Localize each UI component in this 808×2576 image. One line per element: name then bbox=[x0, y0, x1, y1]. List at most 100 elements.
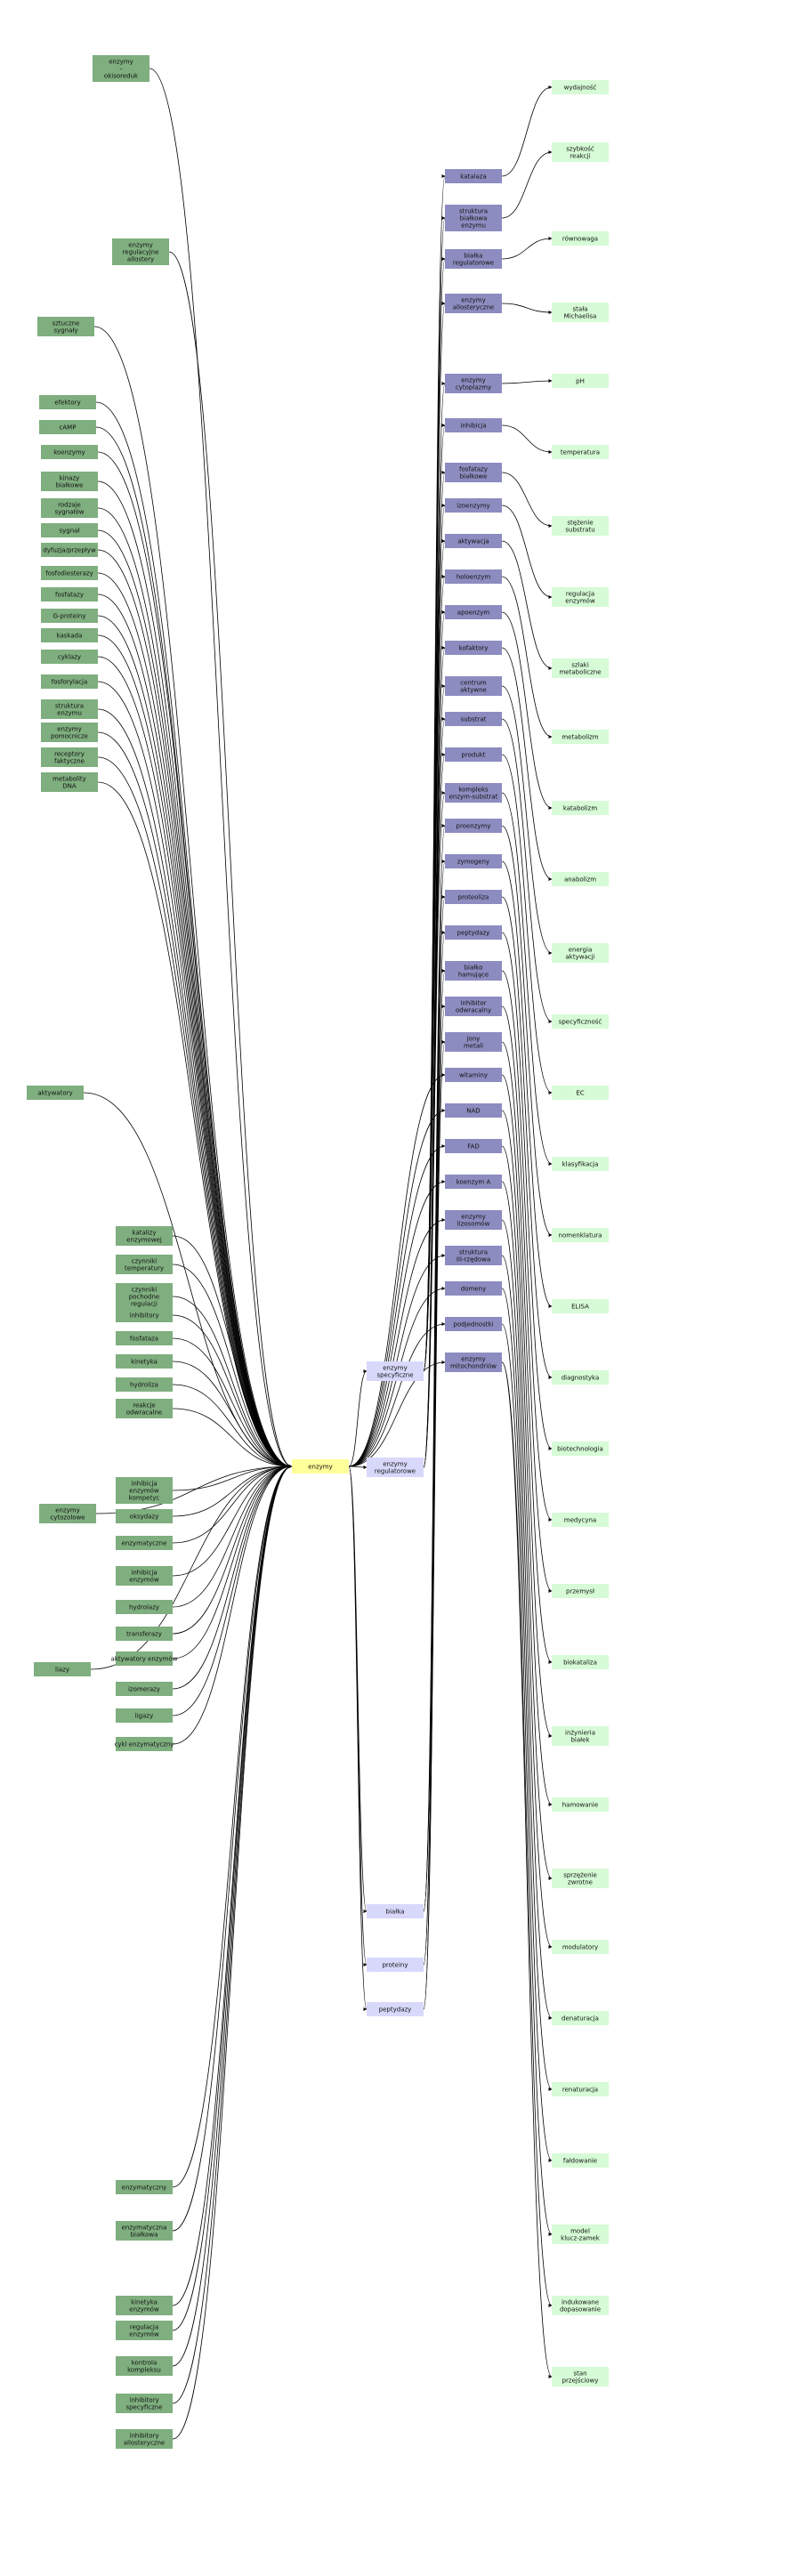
node-n13: G-proteiny bbox=[41, 609, 98, 623]
edge-n49-n81 bbox=[348, 1180, 446, 1467]
node-box-n14 bbox=[41, 628, 98, 642]
node-label-line: przemysł bbox=[566, 1588, 594, 1595]
node-box-n21 bbox=[27, 1086, 84, 1100]
node-label-line: specyficzne bbox=[125, 2404, 162, 2411]
node-label-line: kinazy bbox=[60, 475, 80, 482]
node-label-line: specyficzność bbox=[559, 1019, 602, 1026]
node-label-line: inhibitory bbox=[129, 2433, 158, 2440]
edge-n83-n115 bbox=[501, 1255, 553, 2091]
node-label-line: struktura bbox=[459, 208, 488, 215]
node-label-n84: domeny bbox=[461, 1286, 486, 1293]
node-box-n81 bbox=[445, 1175, 502, 1189]
edge-n60-n92 bbox=[501, 424, 553, 454]
edge-n9-n49 bbox=[97, 529, 293, 1468]
node-label-line: enzymy bbox=[109, 59, 133, 66]
node-n111: hamowanie bbox=[552, 1797, 609, 1812]
node-label-line: enzymowej bbox=[126, 1237, 162, 1244]
node-label-n62: izoenzymy bbox=[457, 503, 489, 510]
node-label-line: denaturacja bbox=[562, 2015, 599, 2023]
node-label-n104: ELISA bbox=[571, 1304, 589, 1311]
node-label-line: enzymów bbox=[129, 2306, 159, 2314]
edge-n71-n103 bbox=[501, 825, 553, 1237]
edge-n48-n49 bbox=[172, 1465, 293, 2440]
node-label-line: enzymów bbox=[129, 1488, 159, 1495]
node-label-line: hamujące bbox=[458, 972, 489, 979]
node-box-n119 bbox=[552, 2367, 609, 2386]
node-box-n86 bbox=[445, 1353, 502, 1372]
node-label-line: enzymatyczne bbox=[122, 1540, 167, 1547]
node-label-line: stan bbox=[573, 2370, 586, 2378]
node-label-n37: aktywatory enzymów bbox=[111, 1656, 178, 1663]
node-box-n28 bbox=[116, 1377, 173, 1392]
node-box-n20 bbox=[41, 772, 98, 792]
node-label-line: enzymy bbox=[461, 1356, 486, 1363]
node-label-n89: równowaga bbox=[562, 236, 598, 243]
node-box-n3 bbox=[37, 317, 94, 336]
node-label-line: białkowe bbox=[460, 473, 488, 480]
node-box-n79 bbox=[445, 1103, 502, 1118]
node-label-line: hamowanie bbox=[562, 1802, 599, 1809]
node-box-n35 bbox=[116, 1600, 173, 1614]
edge-n21-n49 bbox=[83, 1092, 293, 1468]
node-n97: katabolizm bbox=[552, 801, 609, 815]
edge-n72-n104 bbox=[501, 860, 553, 1308]
node-label-line: regulatorowe bbox=[375, 1468, 416, 1475]
node-n104: ELISA bbox=[552, 1299, 609, 1313]
node-label-line: faktyczne bbox=[54, 758, 85, 765]
edge-n81-n113 bbox=[501, 1181, 553, 1949]
edge-n86-n118 bbox=[501, 1361, 553, 2307]
edge-n27-n49 bbox=[172, 1361, 293, 1468]
node-label-line: jony bbox=[466, 1036, 481, 1043]
edge-n32-n49 bbox=[172, 1465, 293, 1517]
edge-n66-n98 bbox=[501, 647, 553, 881]
node-label-n38: liazy bbox=[55, 1667, 69, 1674]
node-box-n27 bbox=[116, 1354, 173, 1369]
node-label-line: enzymy bbox=[308, 1464, 333, 1471]
node-label-line: cytozolowe bbox=[50, 1514, 85, 1522]
node-label-n63: aktywacja bbox=[457, 538, 489, 545]
node-label-line: klasyfikacja bbox=[562, 1161, 599, 1168]
node-box-n101 bbox=[552, 1086, 609, 1100]
node-label-line: odwracalne bbox=[126, 1409, 162, 1417]
node-label-n28: hydroliza bbox=[130, 1382, 158, 1389]
edge-n41-n49 bbox=[172, 1465, 293, 1745]
node-n103: nomenklatura bbox=[552, 1228, 609, 1242]
node-n53: proteiny bbox=[367, 1958, 424, 1972]
node-label-n79: NAD bbox=[466, 1108, 480, 1115]
node-label-n111: hamowanie bbox=[562, 1802, 599, 1809]
node-box-n89 bbox=[552, 231, 609, 246]
node-label-line: model bbox=[570, 2228, 590, 2235]
node-label-line: EC bbox=[576, 1090, 584, 1097]
node-box-n15 bbox=[41, 650, 98, 664]
node-n71: proenzymy bbox=[445, 819, 502, 833]
edge-n80-n112 bbox=[501, 1145, 553, 1880]
node-box-n2 bbox=[112, 238, 169, 265]
node-n37: aktywatory enzymów bbox=[111, 1651, 178, 1666]
node-box-n58 bbox=[445, 294, 502, 313]
node-label-line: mitochondriów bbox=[450, 1363, 497, 1370]
node-label-line: izoenzymy bbox=[457, 503, 489, 510]
node-box-n76 bbox=[445, 997, 502, 1016]
node-label-n87: wydajność bbox=[564, 85, 597, 92]
node-label-line: enzymatyczna bbox=[122, 2225, 167, 2232]
node-box-n39 bbox=[116, 1682, 173, 1696]
node-box-n92 bbox=[552, 445, 609, 459]
node-label-line: nomenklatura bbox=[559, 1232, 602, 1240]
edge-n49-n80 bbox=[348, 1144, 446, 1467]
node-label-n73: proteoliza bbox=[458, 894, 489, 901]
node-box-n34 bbox=[116, 1566, 173, 1586]
node-box-n60 bbox=[445, 418, 502, 432]
